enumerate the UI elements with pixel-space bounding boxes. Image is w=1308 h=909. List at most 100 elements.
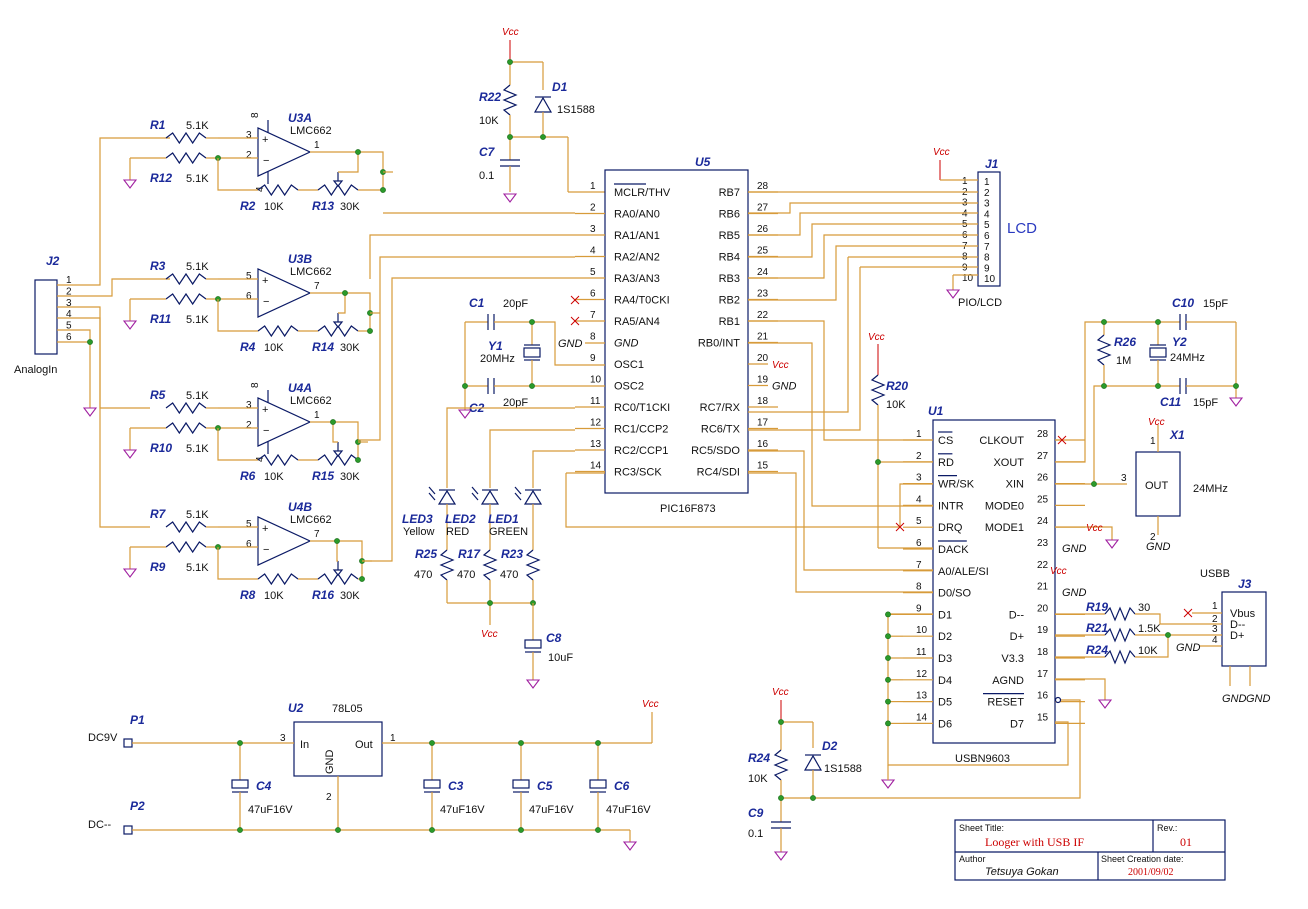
u1-pin-num: 8: [916, 582, 922, 593]
led-color: GREEN: [489, 526, 528, 538]
c9-ref: C9: [748, 806, 764, 820]
resistor-ref: R7: [150, 507, 167, 521]
u1-pin-name: MODE1: [985, 522, 1024, 534]
opamp-ref: U4A: [288, 381, 312, 395]
opamp-part: LMC662: [290, 266, 332, 278]
c10-value: 15pF: [1203, 298, 1228, 310]
j2-pin-num: 3: [66, 298, 72, 309]
y1-value: 20MHz: [480, 353, 515, 365]
u5-pin-num: 9: [590, 353, 596, 364]
resistor-ref: R1: [150, 118, 166, 132]
opamp-pin-neg: 6: [246, 291, 252, 302]
sheet-title-label: Sheet Title:: [959, 823, 1004, 833]
author-label: Author: [959, 854, 986, 864]
p2-ref: P2: [130, 799, 145, 813]
j1-pin-num: 5: [962, 219, 968, 230]
d1-ref: D1: [552, 80, 568, 94]
u1-pin-name: CS: [938, 435, 953, 447]
j2-pin-num: 4: [66, 309, 72, 320]
c11-value: 15pF: [1193, 397, 1218, 409]
j3-ref: J3: [1238, 577, 1252, 591]
pot-ref: R15: [312, 469, 334, 483]
cap-value: 47uF16V: [529, 804, 574, 816]
opamp-pin-pos: 5: [246, 271, 252, 282]
u1-pin-num: 15: [1037, 712, 1049, 723]
u5-pin-name: OSC2: [614, 381, 644, 393]
opamp-symbol: [257, 516, 312, 566]
u5-pin-name: Vcc: [772, 360, 789, 371]
u1-pin-name: XOUT: [993, 457, 1024, 469]
j1-pin-label: 2: [984, 188, 990, 199]
r24-ref-label: R24: [748, 751, 770, 765]
u2-out-label: Out: [355, 739, 373, 751]
j1-ref: J1: [985, 157, 999, 171]
ground-symbol: [122, 449, 138, 459]
opamp-symbol: [257, 397, 312, 447]
led-ref: LED3: [402, 512, 433, 526]
pot-ref: R16: [312, 588, 334, 602]
u2-pin-gnd: 2: [326, 792, 332, 803]
u1-pin-name: D--: [1009, 609, 1025, 621]
u1-pin-num: 12: [916, 669, 928, 680]
r24-value: 10K: [748, 773, 768, 785]
x1-gnd-label: GND: [1146, 541, 1171, 553]
x1-ref: X1: [1169, 428, 1185, 442]
resistor-r-in: [165, 520, 207, 534]
u5-pin-name: RA4/T0CKI: [614, 295, 670, 307]
resistor-ref: R23: [501, 547, 523, 561]
opamp-pin-gnd: 4: [255, 456, 266, 462]
c11-ref: C11: [1160, 395, 1181, 409]
u2-ref: U2: [288, 701, 304, 715]
u1-pin-num: 23: [1037, 538, 1049, 549]
u1-pin-num: 11: [916, 647, 927, 658]
resistor-value: 5.1K: [186, 261, 209, 273]
j2-pin-num: 1: [66, 275, 72, 286]
opamp-pin-out: 7: [314, 529, 320, 540]
c7-value: 0.1: [479, 170, 494, 182]
electrolytic-cap: [512, 779, 530, 789]
pot-value: 30K: [340, 471, 360, 483]
u1-pin-name: D+: [1010, 631, 1024, 643]
resistor-ref: R8: [240, 588, 256, 602]
electrolytic-cap: [589, 779, 607, 789]
resistor-ref: R10: [150, 441, 172, 455]
r22-value: 10K: [479, 115, 499, 127]
resistor-value: 5.1K: [186, 314, 209, 326]
opamp-pin-out: 1: [314, 140, 320, 151]
y1-ref: Y1: [488, 339, 503, 353]
u5-pin-num: 2: [590, 203, 596, 214]
u1-pin-name: D7: [1010, 718, 1024, 730]
u1-pin-name: DACK: [938, 544, 969, 556]
pot-ref: R13: [312, 199, 334, 213]
x1-value: 24MHz: [1193, 483, 1228, 495]
u5-ref: U5: [695, 155, 711, 169]
j2-pin-num: 2: [66, 286, 72, 297]
j3-gnd5-label: GND: [1222, 693, 1247, 705]
u1-pin-num: 13: [916, 691, 928, 702]
mode1-vcc-label: Vcc: [1086, 523, 1103, 534]
j3-pin4: 4: [1212, 635, 1218, 646]
u1-vcc22-label: Vcc: [1050, 566, 1067, 577]
u5-u1-wiring: Vcc R20 10K: [565, 332, 1069, 789]
opamp-pin-pos: 3: [246, 400, 252, 411]
c2-value: 20pF: [503, 397, 528, 409]
opamp-minus: −: [263, 425, 269, 437]
j3-dplus: D+: [1230, 630, 1244, 642]
r18-ref: R19: [1086, 600, 1108, 614]
c1-ref: C1: [469, 296, 485, 310]
u1-pin-num: 2: [916, 451, 922, 462]
j3-gnd-label: GND: [1176, 642, 1201, 654]
ground-symbol: [122, 179, 138, 189]
resistor-ref: R17: [458, 547, 481, 561]
resistor-value: 5.1K: [186, 443, 209, 455]
cap-value: 47uF16V: [248, 804, 293, 816]
u5-pin-name: GND: [614, 338, 639, 350]
r20-ref: R20: [886, 379, 908, 393]
r19-value: 1.5K: [1138, 623, 1161, 635]
u5-part: PIC16F873: [660, 503, 716, 515]
resistor-ref: R9: [150, 560, 166, 574]
u1-gnd23-label: GND: [1062, 543, 1087, 555]
u1-pin-name: DRQ: [938, 522, 963, 534]
